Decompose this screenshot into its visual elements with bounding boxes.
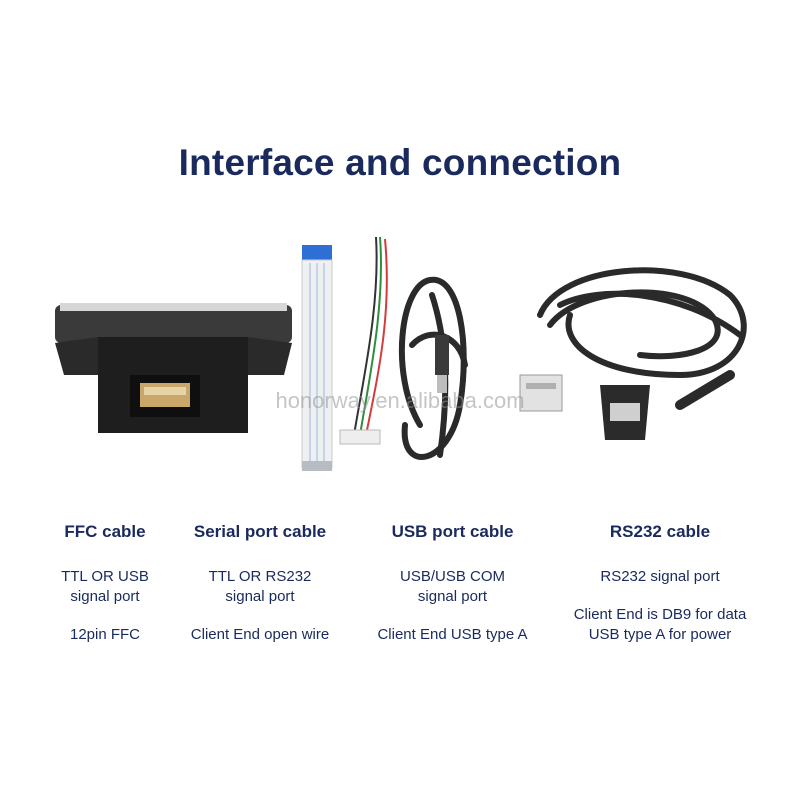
usb-port-cable-line1: USB/USB COM signal port	[399, 568, 505, 605]
ffc-cable-column: FFC cable TTL OR USB signal port 12pin F…	[40, 520, 170, 645]
rs232-cable-line1: RS232 signal port	[600, 568, 720, 585]
serial-port-cable-heading: Serial port cable	[193, 522, 327, 541]
rs232-cable-column: RS232 cable RS232 signal port Client End…	[555, 520, 765, 645]
ffc-cable-line1: TTL OR USB signal port	[61, 568, 149, 605]
ffc-cable-line2: 12pin FFC	[69, 626, 141, 643]
ffc-cable-heading: FFC cable	[64, 522, 146, 541]
usb-port-cable-line2: Client End USB type A	[377, 626, 528, 643]
product-photo	[55, 236, 747, 471]
ffc-cable-image	[301, 245, 333, 471]
page-title: Interface and connection	[178, 142, 622, 183]
scanner-device-image	[55, 303, 292, 433]
watermark: honorway.en.alibaba.com	[275, 388, 525, 413]
rs232-cable-image	[519, 267, 747, 440]
usb-port-cable-column: USB port cable USB/USB COM signal port C…	[360, 520, 545, 645]
serial-port-cable-line1: TTL OR RS232 signal port	[208, 568, 312, 605]
serial-port-cable-line2: Client End open wire	[190, 626, 330, 643]
usb-cable-image	[398, 276, 468, 460]
serial-wire-image	[339, 236, 394, 445]
serial-port-cable-column: Serial port cable TTL OR RS232 signal po…	[175, 520, 345, 645]
usb-port-cable-heading: USB port cable	[391, 522, 514, 541]
rs232-cable-heading: RS232 cable	[609, 522, 711, 541]
rs232-cable-line2: Client End is DB9 for data USB type A fo…	[573, 606, 747, 643]
